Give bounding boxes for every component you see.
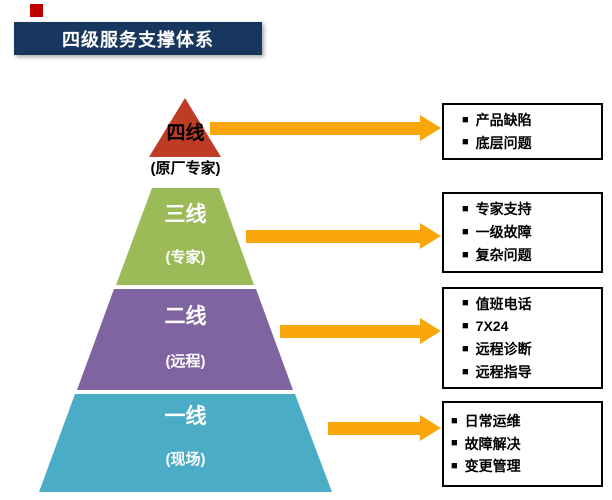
corner-red-square-icon [30, 4, 43, 17]
bullet-icon: ■ [462, 248, 469, 261]
bullet-icon: ■ [462, 297, 469, 310]
arrow-level3-icon [246, 223, 441, 250]
list-item: ■ 一级故障 [462, 221, 595, 244]
bullet-icon: ■ [462, 365, 469, 378]
arrow-body [246, 230, 420, 243]
item-text: 远程指导 [475, 363, 532, 380]
list-item: ■ 远程诊断 [462, 338, 595, 361]
arrow-head [420, 415, 441, 441]
item-text: 专家支持 [475, 201, 532, 218]
pyramid-level-1 [39, 394, 332, 492]
item-text: 产品缺陷 [475, 111, 532, 128]
pyramid-level-3-sublabel: (专家) [165, 249, 206, 266]
arrow-head [420, 115, 441, 141]
bullet-icon: ■ [462, 203, 469, 216]
list-item: ■ 产品缺陷 [462, 109, 595, 132]
item-text: 日常运维 [464, 412, 521, 429]
bullet-icon: ■ [462, 113, 469, 126]
list-item: ■ 7X24 [462, 315, 595, 338]
pyramid-level-3-label: 三线 [164, 203, 207, 226]
bullet-icon: ■ [451, 437, 458, 450]
list-item: ■ 日常运维 [451, 410, 595, 433]
bullet-icon: ■ [451, 414, 458, 427]
item-text: 复杂问题 [475, 246, 532, 263]
bullet-icon: ■ [462, 342, 469, 355]
service-pyramid: 四线 (原厂专家) 三线 (专家) 二线 (远程) 一线 (现场) [39, 98, 332, 493]
list-item: ■ 复杂问题 [462, 244, 595, 267]
pyramid-level-4-sublabel: (原厂专家) [150, 160, 221, 177]
pyramid-level-2-sublabel: (远程) [165, 353, 206, 370]
info-box-level-4: ■ 产品缺陷 ■ 底层问题 [442, 103, 603, 160]
bullet-icon: ■ [462, 136, 469, 149]
item-text: 远程诊断 [475, 341, 532, 357]
arrow-level2-icon [280, 318, 441, 345]
arrow-body [328, 422, 420, 435]
item-text: 值班电话 [475, 295, 532, 312]
pyramid-level-1-label: 一线 [164, 405, 207, 428]
item-text: 底层问题 [475, 134, 532, 151]
list-item: ■ 值班电话 [462, 293, 595, 316]
pyramid-level-2-label: 二线 [164, 305, 207, 328]
item-text: 故障解决 [464, 435, 521, 452]
item-text: 7X24 [475, 318, 509, 335]
item-text: 一级故障 [475, 224, 532, 241]
item-text: 变更管理 [464, 458, 521, 475]
list-item: ■ 变更管理 [451, 455, 595, 478]
info-box-level-2: ■ 值班电话 ■ 7X24 ■ 远程诊断 ■ 远程指导 [442, 287, 603, 389]
bullet-icon: ■ [462, 320, 469, 333]
bullet-icon: ■ [462, 225, 469, 238]
arrow-head [420, 223, 441, 249]
arrow-level4-icon [210, 115, 441, 142]
page-title: 四级服务支撑体系 [14, 22, 262, 55]
bullet-icon: ■ [451, 460, 458, 473]
pyramid-level-1-sublabel: (现场) [165, 451, 206, 468]
arrow-head [420, 318, 441, 344]
list-item: ■ 远程指导 [462, 361, 595, 384]
pyramid-level-2 [77, 289, 293, 390]
arrow-body [210, 122, 420, 135]
pyramid-level-4-label: 四线 [166, 123, 205, 144]
list-item: ■ 专家支持 [462, 198, 595, 221]
list-item: ■ 故障解决 [451, 433, 595, 456]
arrow-body [280, 325, 420, 338]
info-box-level-3: ■ 专家支持 ■ 一级故障 ■ 复杂问题 [442, 192, 603, 273]
info-box-level-1: ■ 日常运维 ■ 故障解决 ■ 变更管理 [442, 401, 603, 487]
list-item: ■ 底层问题 [462, 132, 595, 155]
arrow-level1-icon [328, 415, 441, 442]
